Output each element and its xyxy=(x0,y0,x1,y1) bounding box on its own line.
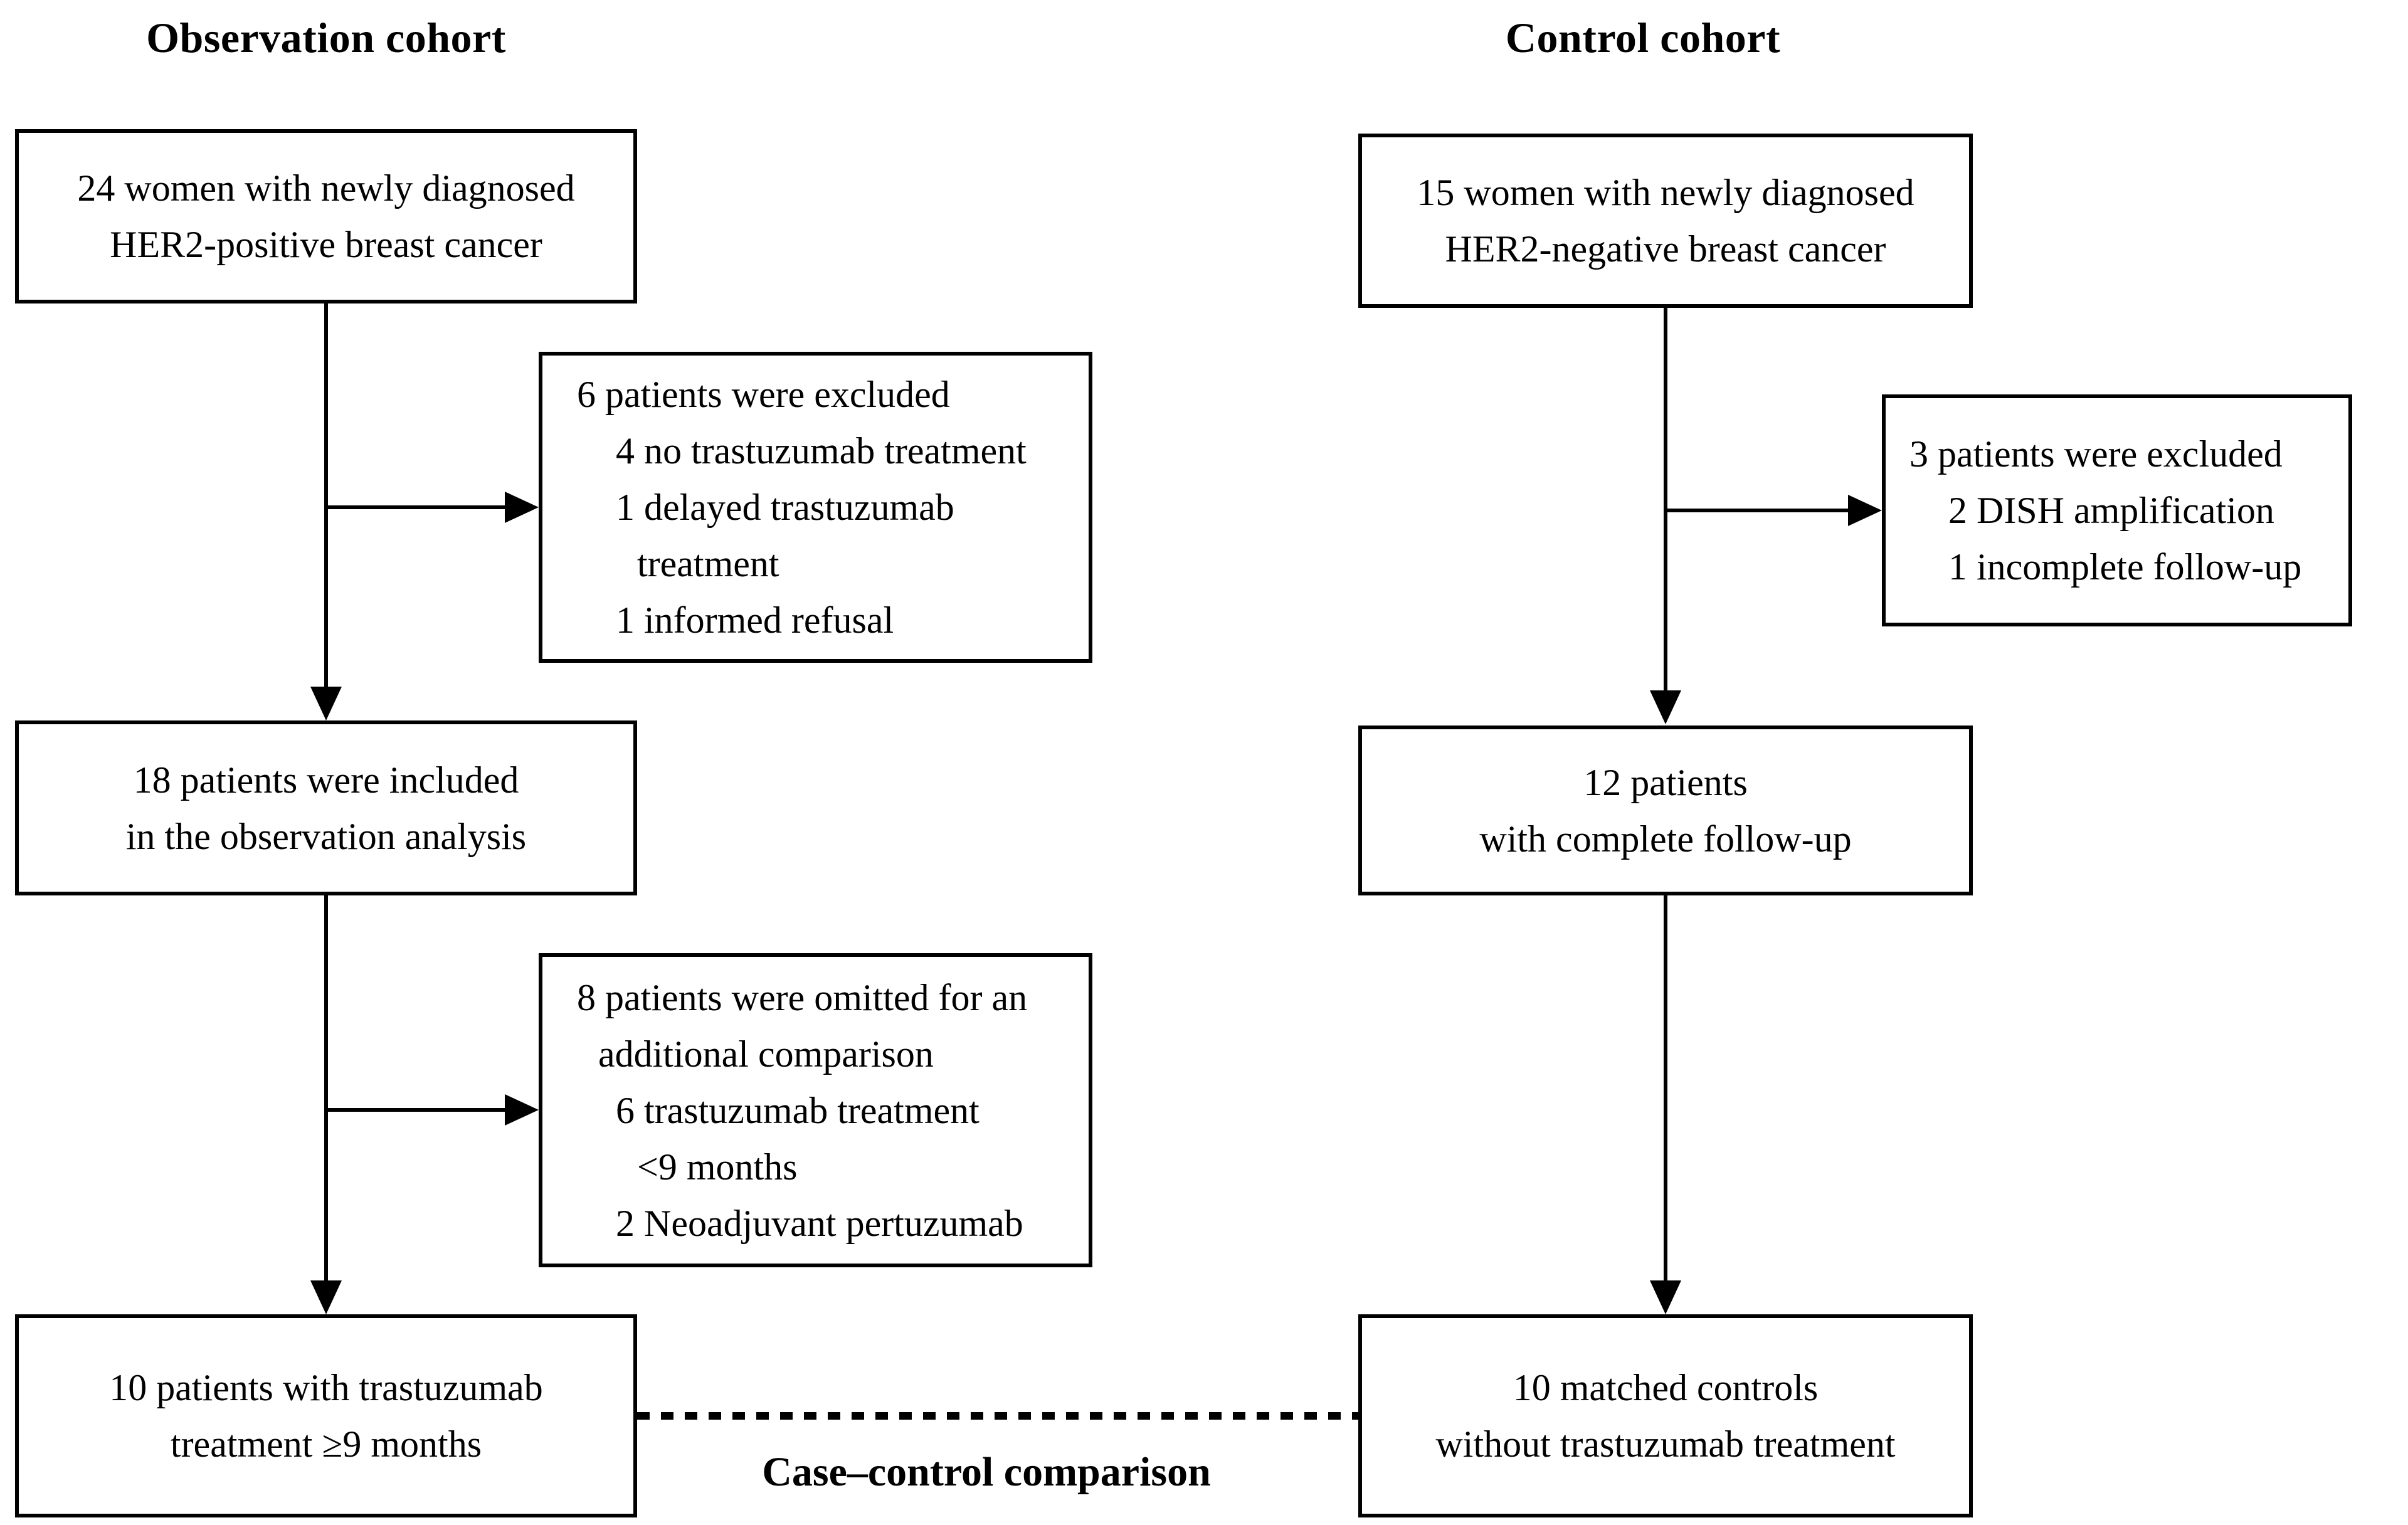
case-control-dashed-line xyxy=(637,1412,1358,1420)
obs-connector-1-line xyxy=(324,303,328,690)
obs-exclusion-line: 1 delayed trastuzumab xyxy=(616,487,954,528)
obs-exclusion-line: 1 informed refusal xyxy=(616,599,894,641)
obs-omitted-line: 2 Neoadjuvant pertuzumab xyxy=(616,1202,1023,1244)
obs-branch-1-line xyxy=(324,505,509,509)
ctrl-exclusion-box: 3 patients were excluded 2 DISH amplific… xyxy=(1882,394,2352,626)
obs-enrollment-line: HER2-positive breast cancer xyxy=(110,224,542,265)
ctrl-branch-1-line xyxy=(1664,509,1851,512)
ctrl-exclusion-line: 1 incomplete follow-up xyxy=(1948,546,2302,588)
obs-connector-2-line xyxy=(324,895,328,1282)
ctrl-followup-line: 12 patients xyxy=(1583,761,1748,803)
obs-connector-1-arrowhead-icon xyxy=(310,687,342,720)
obs-enrollment-line: 24 women with newly diagnosed xyxy=(77,167,575,209)
obs-connector-2-arrowhead-icon xyxy=(310,1280,342,1314)
ctrl-connector-1-line xyxy=(1664,308,1667,692)
obs-final-line: treatment ≥9 months xyxy=(170,1423,482,1465)
ctrl-exclusion-line: 2 DISH amplification xyxy=(1948,490,2274,531)
obs-final-box: 10 patients with trastuzumab treatment ≥… xyxy=(15,1314,637,1517)
obs-exclusion-line: 4 no trastuzumab treatment xyxy=(616,430,1027,472)
ctrl-enrollment-line: HER2-negative breast cancer xyxy=(1445,228,1886,270)
obs-omitted-box: 8 patients were omitted for an additiona… xyxy=(539,953,1092,1267)
ctrl-enrollment-line: 15 women with newly diagnosed xyxy=(1417,172,1914,213)
obs-included-line: 18 patients were included xyxy=(133,759,519,801)
ctrl-connector-2-line xyxy=(1664,895,1667,1282)
control-cohort-title: Control cohort xyxy=(1505,14,1781,61)
obs-omitted-line: 6 trastuzumab treatment xyxy=(616,1089,980,1131)
ctrl-branch-1-arrowhead-icon xyxy=(1848,495,1882,526)
ctrl-enrollment-box: 15 women with newly diagnosed HER2-negat… xyxy=(1358,134,1973,308)
obs-omitted-line: <9 months xyxy=(637,1146,798,1188)
obs-enrollment-box: 24 women with newly diagnosed HER2-posit… xyxy=(15,129,637,303)
obs-branch-2-arrowhead-icon xyxy=(505,1094,539,1126)
obs-included-box: 18 patients were included in the observa… xyxy=(15,720,637,895)
obs-exclusion-line: 6 patients were excluded xyxy=(577,374,950,415)
obs-branch-2-line xyxy=(324,1108,509,1112)
obs-omitted-line: additional comparison xyxy=(598,1033,934,1075)
obs-included-line: in the observation analysis xyxy=(125,815,527,857)
ctrl-followup-line: with complete follow-up xyxy=(1479,818,1852,860)
ctrl-final-box: 10 matched controls without trastuzumab … xyxy=(1358,1314,1973,1517)
ctrl-final-line: 10 matched controls xyxy=(1513,1367,1819,1408)
ctrl-final-line: without trastuzumab treatment xyxy=(1435,1423,1896,1465)
obs-final-line: 10 patients with trastuzumab xyxy=(109,1367,543,1408)
case-control-label: Case–control comparison xyxy=(762,1449,1211,1495)
ctrl-connector-2-arrowhead-icon xyxy=(1650,1280,1681,1314)
ctrl-exclusion-line: 3 patients were excluded xyxy=(1909,433,2283,475)
observation-cohort-title: Observation cohort xyxy=(146,14,506,61)
ctrl-followup-box: 12 patients with complete follow-up xyxy=(1358,726,1973,895)
obs-exclusion-line: treatment xyxy=(637,543,779,584)
obs-omitted-line: 8 patients were omitted for an xyxy=(577,976,1028,1018)
obs-exclusion-box: 6 patients were excluded 4 no trastuzuma… xyxy=(539,352,1092,663)
obs-branch-1-arrowhead-icon xyxy=(505,492,539,523)
ctrl-connector-1-arrowhead-icon xyxy=(1650,690,1681,724)
